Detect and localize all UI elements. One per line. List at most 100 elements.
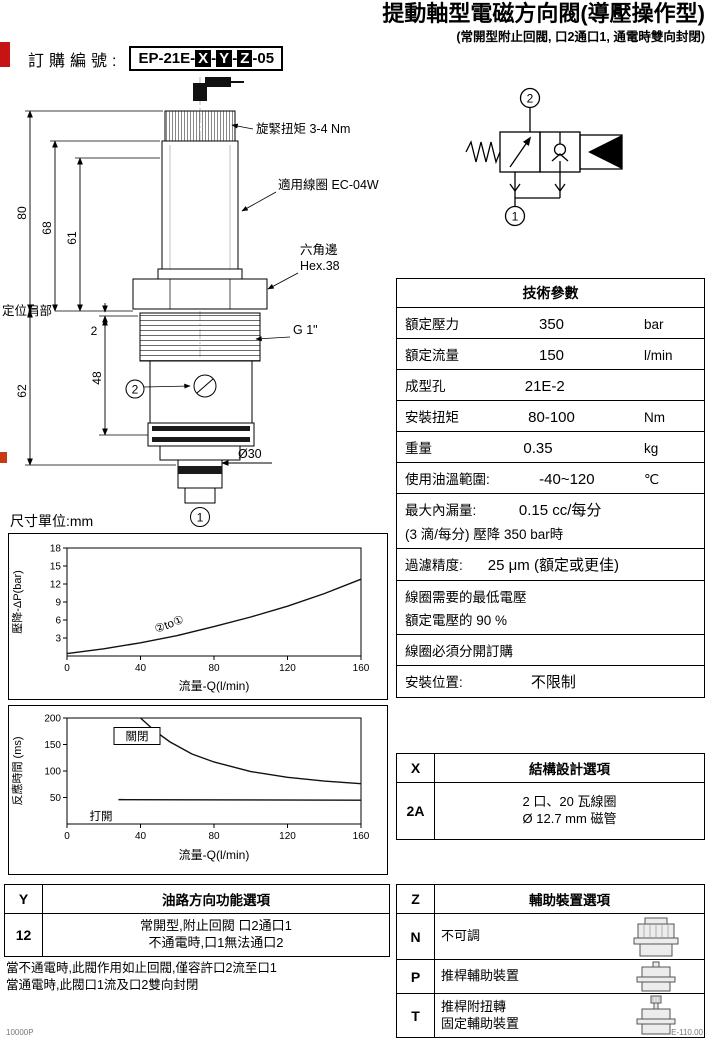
footer-right-text: E-110.00	[671, 1028, 703, 1037]
tech-param-unit: bar	[644, 317, 664, 332]
plot-frame	[66, 717, 362, 825]
z-option-label-n: 不可調	[441, 928, 481, 944]
z-option-label-t1: 推桿附扭轉	[441, 999, 507, 1015]
series-line	[140, 717, 362, 785]
series-label-box	[113, 727, 161, 745]
plot-frame	[66, 547, 362, 657]
order-code-prefix: EP-21E-	[138, 50, 196, 67]
x-option-line2: Ø 12.7 mm 磁管	[522, 811, 617, 826]
tech-param-row: 線圈需要的最低電壓額定電壓的 90 %	[397, 581, 704, 635]
y-option-line2: 不通電時,口1無法通口2	[148, 934, 284, 950]
hex-label: 六角邊	[300, 243, 338, 257]
series-line	[118, 798, 362, 801]
y-tick-label: 150	[44, 740, 61, 751]
x-option-code: 2A	[397, 783, 435, 839]
flow-path-arrow	[509, 136, 532, 168]
symbol-port-2-label: 2	[527, 92, 534, 106]
tech-param-value: 0.35	[523, 440, 553, 457]
function-note-2: 當通電時,此閥口1流及口2雙向封閉	[6, 977, 199, 992]
z-table-title: 輔助裝置選項	[529, 893, 610, 908]
port-callouts: 2 1	[125, 379, 210, 527]
tech-param-value: 0.15 cc/每分	[518, 502, 602, 519]
x-option-line1: 2 口、20 瓦線圈	[522, 794, 617, 810]
z-option-code-n: N	[397, 914, 435, 959]
tech-param-value: 80-100	[528, 409, 575, 426]
series-label: 打開	[90, 809, 113, 823]
tech-param-value: 150	[538, 347, 565, 364]
flow-function-option-table: Y 油路方向功能選項 12 常開型,附止回閥 口2通口1 不通電時,口1無法通口…	[4, 884, 390, 957]
tech-param-label: 線圈必須分開訂購	[405, 644, 513, 659]
z-table-header: Z 輔助裝置選項	[397, 885, 704, 913]
x-axis-label: 流量-Q(l/min)	[179, 848, 250, 862]
red-edge-marker	[0, 42, 10, 67]
tech-param-label: 成型孔	[405, 379, 446, 394]
y-table-row: 12 常開型,附止回閥 口2通口1 不通電時,口1無法通口2	[5, 914, 389, 956]
y-tick-label: 9	[55, 598, 61, 609]
y-tick-label: 12	[50, 580, 62, 591]
symbol-port-1-circle	[504, 205, 526, 227]
dimension-labels: 80 68 61 62 48 2 Ø30	[15, 206, 262, 461]
solenoid-symbol	[579, 134, 623, 170]
tech-param-line2: 額定電壓的 90 %	[405, 613, 508, 628]
push-pin-illustration	[608, 960, 704, 993]
order-code-sep2: -	[232, 50, 238, 67]
y-table-key: Y	[5, 885, 43, 913]
y-tick-label: 15	[50, 562, 62, 573]
check-valve-symbol	[551, 132, 569, 172]
title-block: 提動軸型電磁方向閥(導壓操作型) (常開型附止回閥, 口2通口1, 通電時雙向封…	[382, 1, 705, 45]
x-table-title: 結構設計選項	[529, 762, 610, 777]
port-2-label: 2	[132, 383, 139, 397]
symbol-port-1-label: 1	[512, 210, 519, 224]
hex-nut	[132, 278, 268, 310]
hydraulic-symbol: 2 1	[402, 80, 702, 252]
x-tick-label: 40	[135, 831, 147, 842]
series-label: ②to①	[153, 614, 186, 636]
y-tick-label: 50	[50, 793, 62, 804]
y-tick-label: 200	[44, 714, 61, 725]
structure-design-option-table: X 結構設計選項 2A 2 口、20 瓦線圈 Ø 12.7 mm 磁管	[396, 753, 705, 840]
tech-param-value: -40~120	[539, 471, 595, 488]
callout-labels: 旋緊扭矩 3-4 Nm 適用線圈 EC-04W 六角邊 Hex.38 G 1" …	[2, 122, 379, 342]
y-tick-label: 6	[55, 616, 61, 627]
dim-62: 62	[15, 384, 29, 398]
z-option-code-t: T	[397, 994, 435, 1037]
tech-param-value: 350	[538, 316, 565, 333]
tech-param-value: 25 μm (額定或更佳)	[487, 557, 619, 574]
flow-function-option-section: Y 油路方向功能選項 12 常開型,附止回閥 口2通口1 不通電時,口1無法通口…	[4, 884, 390, 994]
order-number-label: 訂購編號:	[28, 52, 122, 70]
x-tick-label: 120	[279, 663, 296, 674]
tech-param-value: 21E-2	[524, 378, 565, 395]
tech-param-label: 使用油溫範圍:	[405, 472, 490, 487]
coil-nut	[164, 110, 236, 142]
y-tick-label: 3	[55, 634, 61, 645]
x-table-header: X 結構設計選項	[397, 754, 704, 783]
valve-drawing: 80 68 61 62 48 2 Ø30 旋緊扭矩 3-4 Nm 適用線圈 EC…	[0, 73, 392, 533]
x-tick-label: 0	[64, 831, 70, 842]
coil-label: 適用線圈 EC-04W	[278, 177, 379, 192]
order-code: EP-21E-X-Y-Z-05	[129, 46, 284, 71]
order-code-y: Y	[216, 50, 233, 67]
order-number-row: 訂購編號: EP-21E-X-Y-Z-05	[28, 46, 284, 71]
dimension-lines	[27, 110, 272, 466]
page-subtitle: (常開型附止回閥, 口2通口1, 通電時雙向封閉)	[456, 30, 705, 45]
z-row-p: P 推桿輔助裝置	[397, 959, 704, 993]
dim-80: 80	[15, 206, 29, 220]
x-table-row: 2A 2 口、20 瓦線圈 Ø 12.7 mm 磁管	[397, 783, 704, 839]
twist-lock-illustration	[608, 994, 704, 1037]
tech-param-unit: Nm	[644, 410, 665, 425]
x-table-key: X	[397, 754, 435, 782]
page-title: 提動軸型電磁方向閥(導壓操作型)	[382, 1, 705, 26]
z-table-key: Z	[397, 885, 435, 913]
order-code-suffix: -05	[252, 50, 275, 67]
x-tick-label: 120	[279, 831, 296, 842]
technical-parameters-title: 技術參數	[397, 279, 704, 308]
function-notes: 當不通電時,此閥作用如止回閥,僅容許口2流至口1 當通電時,此閥口1流及口2雙向…	[4, 957, 390, 994]
y-table-title: 油路方向功能選項	[162, 893, 270, 908]
tech-param-line2: (3 滴/每分) 壓降 350 bar時	[405, 527, 564, 542]
